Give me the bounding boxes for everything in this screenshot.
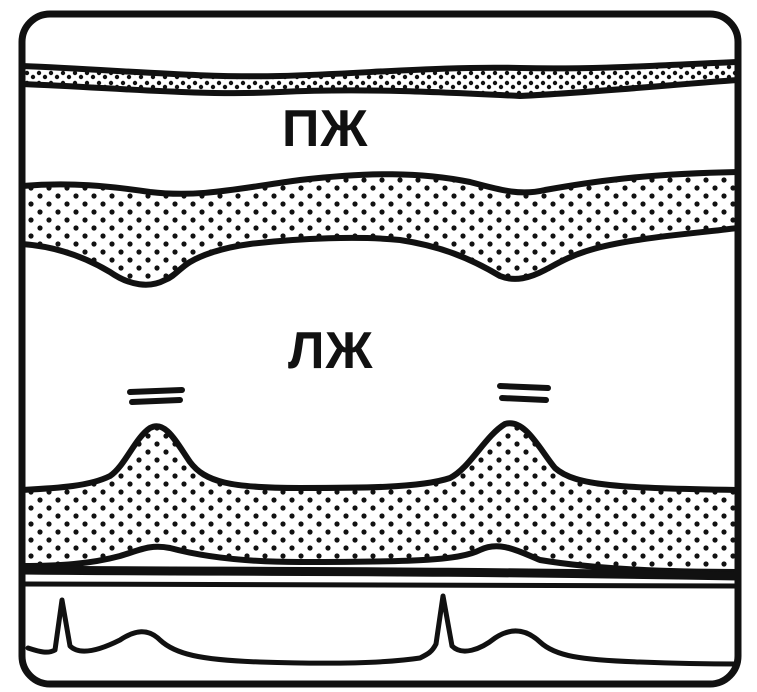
lv-label: ЛЖ — [288, 322, 373, 380]
ecg-separator — [22, 584, 738, 586]
peak-marker-left — [130, 390, 182, 402]
posterior-wall-band — [22, 423, 738, 572]
peak-marker-right — [500, 386, 548, 400]
ecg-trace — [28, 596, 738, 664]
rv-label: ПЖ — [282, 100, 368, 158]
pericardium-line — [22, 570, 738, 576]
